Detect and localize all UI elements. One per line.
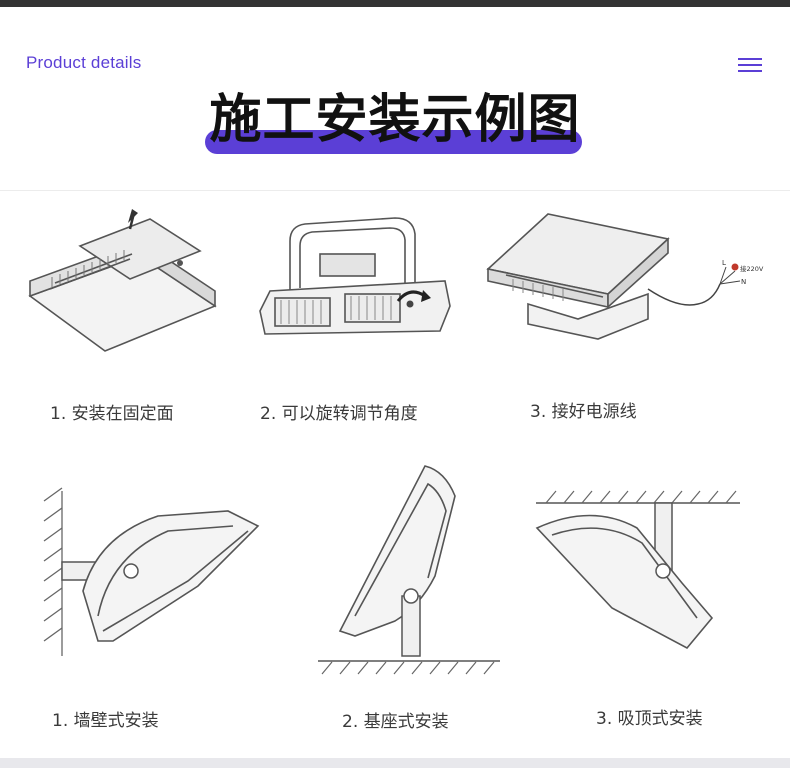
step-1-caption: 1. 安装在固定面 xyxy=(50,404,174,424)
hamburger-menu-icon[interactable] xyxy=(736,56,764,74)
page-title: 施工安装示例图 xyxy=(209,90,581,150)
base-mount-illustration xyxy=(310,456,510,685)
wire-neutral-label: N xyxy=(741,278,746,286)
method-2-caption: 2. 基座式安装 xyxy=(342,712,449,732)
method-1-caption: 1. 墙壁式安装 xyxy=(52,711,159,731)
ceiling-mount-illustration xyxy=(532,483,747,667)
wire-live-label: L xyxy=(722,259,726,267)
bottom-bar xyxy=(0,758,790,768)
mount-on-surface-illustration xyxy=(20,201,225,355)
top-bar xyxy=(0,0,790,7)
installation-guide-panel: 1. 安装在固定面 2. 可以旋转调节角度 xyxy=(0,191,790,758)
wall-mount-illustration xyxy=(38,466,268,670)
rotate-adjust-angle-illustration xyxy=(255,216,455,350)
connect-power-cable-illustration: L N 接220V xyxy=(486,209,768,358)
step-2-caption: 2. 可以旋转调节角度 xyxy=(260,404,418,424)
title-highlight-bar xyxy=(205,130,582,154)
hero-section: 施工安装示例图 xyxy=(0,90,790,160)
product-details-label: Product details xyxy=(26,53,142,72)
step-3-caption: 3. 接好电源线 xyxy=(530,402,637,422)
voltage-label: 接220V xyxy=(740,264,764,273)
method-3-caption: 3. 吸顶式安装 xyxy=(596,709,703,729)
section-divider xyxy=(0,190,790,191)
